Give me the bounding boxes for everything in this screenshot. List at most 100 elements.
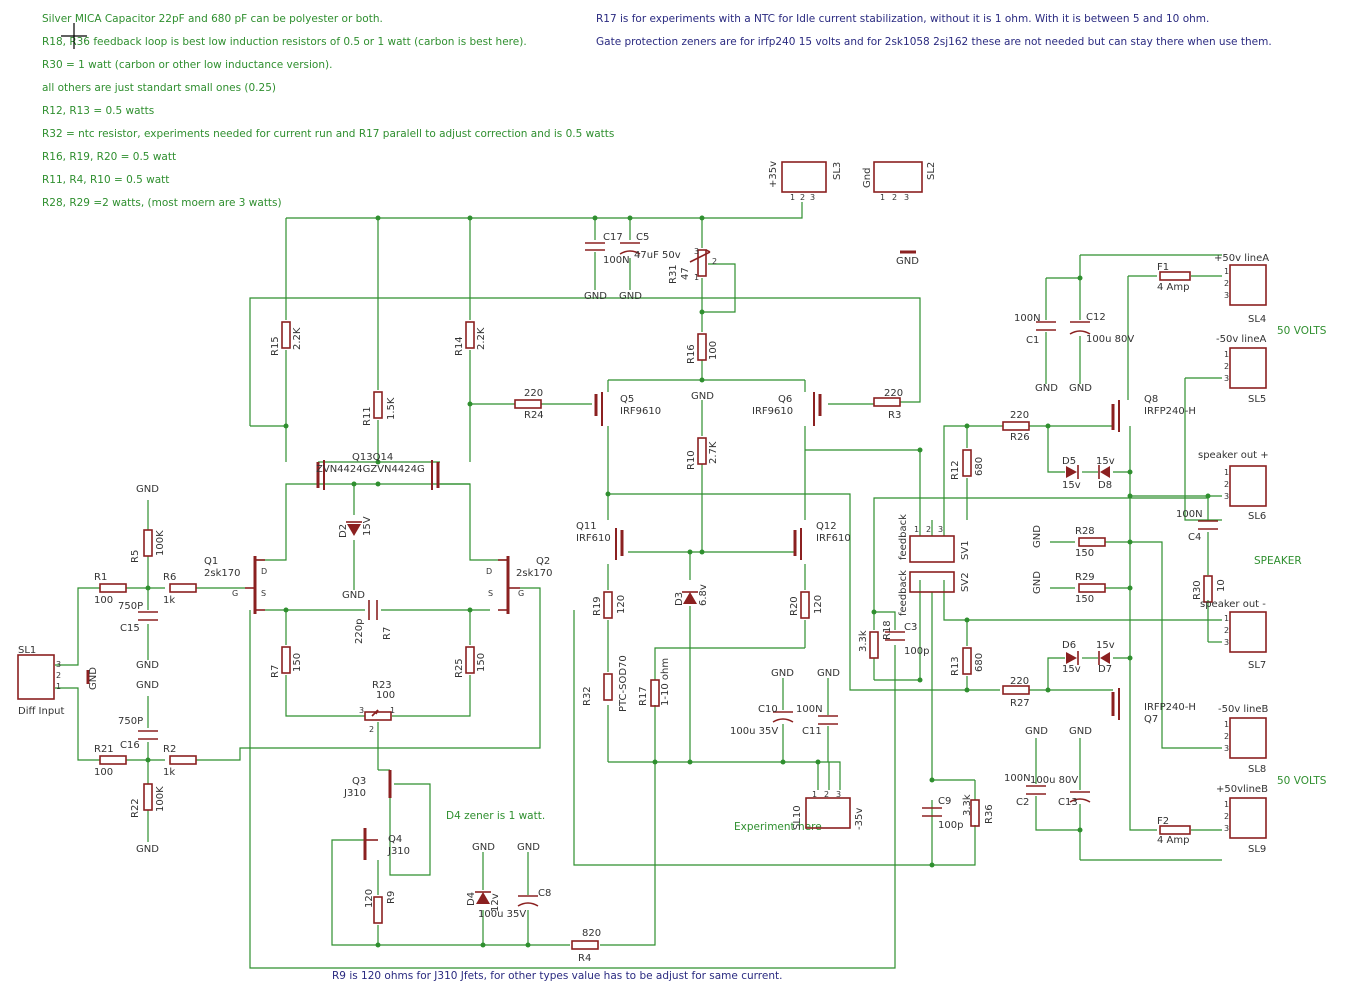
svg-text:GND: GND bbox=[88, 667, 99, 690]
svg-text:680: 680 bbox=[974, 457, 985, 476]
sl1-ref: SL1 bbox=[18, 645, 36, 656]
svg-text:GND: GND bbox=[817, 668, 840, 679]
svg-text:220: 220 bbox=[524, 388, 543, 399]
svg-text:R13: R13 bbox=[950, 656, 961, 676]
note-speaker: SPEAKER bbox=[1254, 555, 1302, 567]
svg-text:1k: 1k bbox=[163, 595, 175, 606]
component-symbols bbox=[17, 161, 1267, 950]
svg-text:R5: R5 bbox=[130, 550, 141, 563]
svg-text:speaker out -: speaker out - bbox=[1200, 599, 1266, 610]
svg-text:C16: C16 bbox=[120, 740, 140, 751]
svg-text:3: 3 bbox=[1224, 374, 1229, 383]
svg-text:820: 820 bbox=[582, 928, 601, 939]
svg-text:R26: R26 bbox=[1010, 432, 1030, 443]
note-r11-r4-r10: R11, R4, R10 = 0.5 watt bbox=[42, 174, 169, 186]
svg-text:D8: D8 bbox=[1098, 480, 1112, 491]
svg-text:47: 47 bbox=[680, 267, 691, 280]
svg-text:1: 1 bbox=[390, 706, 395, 715]
svg-text:R10: R10 bbox=[686, 450, 697, 470]
note-feedback-loop: R18, R36 feedback loop is best low induc… bbox=[42, 36, 527, 48]
svg-text:SL4: SL4 bbox=[1248, 314, 1266, 325]
svg-text:GND: GND bbox=[517, 842, 540, 853]
svg-text:1: 1 bbox=[1224, 468, 1229, 477]
svg-text:R12: R12 bbox=[950, 460, 961, 480]
svg-text:IRF610: IRF610 bbox=[576, 533, 611, 544]
svg-text:C5: C5 bbox=[636, 232, 649, 243]
svg-text:R16: R16 bbox=[686, 344, 697, 364]
svg-text:1: 1 bbox=[56, 682, 61, 691]
note-r32: R32 = ntc resistor, experiments needed f… bbox=[42, 128, 614, 140]
svg-text:C17: C17 bbox=[603, 232, 623, 243]
svg-text:C12: C12 bbox=[1086, 312, 1106, 323]
svg-text:D4: D4 bbox=[466, 892, 477, 906]
svg-text:3.3k: 3.3k bbox=[962, 794, 973, 816]
svg-text:2: 2 bbox=[1224, 812, 1229, 821]
svg-text:R7: R7 bbox=[270, 665, 281, 678]
svg-text:Q8: Q8 bbox=[1144, 394, 1158, 405]
svg-text:1.5K: 1.5K bbox=[386, 397, 397, 420]
svg-text:4 Amp: 4 Amp bbox=[1157, 835, 1189, 846]
svg-text:100: 100 bbox=[94, 767, 113, 778]
svg-text:D5: D5 bbox=[1062, 456, 1076, 467]
svg-text:1: 1 bbox=[1224, 800, 1229, 809]
svg-text:R29: R29 bbox=[1075, 572, 1095, 583]
svg-text:R27: R27 bbox=[1010, 698, 1030, 709]
svg-text:R19: R19 bbox=[592, 596, 603, 616]
svg-text:R1: R1 bbox=[94, 572, 107, 583]
svg-text:Q6: Q6 bbox=[778, 394, 792, 405]
svg-text:C4: C4 bbox=[1188, 532, 1201, 543]
svg-text:120: 120 bbox=[364, 889, 375, 908]
svg-text:Gnd: Gnd bbox=[862, 168, 873, 188]
svg-text:2: 2 bbox=[926, 525, 931, 534]
svg-text:3: 3 bbox=[1224, 824, 1229, 833]
svg-text:R21: R21 bbox=[94, 744, 114, 755]
svg-text:Q1: Q1 bbox=[204, 556, 218, 567]
svg-text:IRFP240-H: IRFP240-H bbox=[1144, 702, 1196, 713]
svg-text:GND: GND bbox=[1069, 383, 1092, 394]
svg-text:1: 1 bbox=[880, 193, 885, 202]
svg-text:3: 3 bbox=[810, 193, 815, 202]
note-r30: R30 = 1 watt (carbon or other low induct… bbox=[42, 59, 332, 71]
svg-text:GND: GND bbox=[584, 291, 607, 302]
svg-text:3: 3 bbox=[1224, 291, 1229, 300]
svg-text:100N: 100N bbox=[1176, 509, 1203, 520]
svg-text:15v: 15v bbox=[1096, 456, 1115, 467]
svg-text:750P: 750P bbox=[118, 601, 143, 612]
svg-text:C13: C13 bbox=[1058, 797, 1078, 808]
svg-text:2: 2 bbox=[1224, 279, 1229, 288]
junctions bbox=[145, 215, 1211, 948]
svg-text:GND: GND bbox=[342, 590, 365, 601]
svg-text:100u 35V: 100u 35V bbox=[730, 726, 778, 737]
svg-text:D: D bbox=[486, 567, 492, 576]
svg-text:G: G bbox=[518, 589, 524, 598]
svg-text:SL3: SL3 bbox=[832, 162, 843, 180]
svg-text:G: G bbox=[232, 589, 238, 598]
svg-text:D2: D2 bbox=[338, 524, 349, 538]
svg-text:6.8v: 6.8v bbox=[698, 584, 709, 606]
svg-text:1: 1 bbox=[694, 273, 699, 282]
svg-text:100p: 100p bbox=[904, 646, 929, 657]
svg-text:GND: GND bbox=[771, 668, 794, 679]
svg-text:3: 3 bbox=[1224, 492, 1229, 501]
svg-text:100u 35V: 100u 35V bbox=[478, 909, 526, 920]
svg-text:1k: 1k bbox=[163, 767, 175, 778]
design-notes: Silver MICA Capacitor 22pF and 680 pF ca… bbox=[42, 13, 1327, 982]
svg-text:47uF 50v: 47uF 50v bbox=[634, 250, 681, 261]
svg-text:2: 2 bbox=[712, 257, 717, 266]
svg-text:R28: R28 bbox=[1075, 526, 1095, 537]
svg-text:SL8: SL8 bbox=[1248, 764, 1266, 775]
svg-text:R25: R25 bbox=[454, 658, 465, 678]
svg-text:GND: GND bbox=[136, 484, 159, 495]
svg-text:SL5: SL5 bbox=[1248, 394, 1266, 405]
svg-text:SV2: SV2 bbox=[960, 572, 971, 592]
svg-text:SL7: SL7 bbox=[1248, 660, 1266, 671]
svg-text:220: 220 bbox=[1010, 676, 1029, 687]
svg-text:4 Amp: 4 Amp bbox=[1157, 282, 1189, 293]
svg-text:2.2K: 2.2K bbox=[476, 327, 487, 350]
svg-text:D3: D3 bbox=[674, 592, 685, 606]
svg-text:2: 2 bbox=[369, 725, 374, 734]
svg-text:SL2: SL2 bbox=[926, 162, 937, 180]
note-50-volts-top: 50 VOLTS bbox=[1277, 325, 1327, 337]
